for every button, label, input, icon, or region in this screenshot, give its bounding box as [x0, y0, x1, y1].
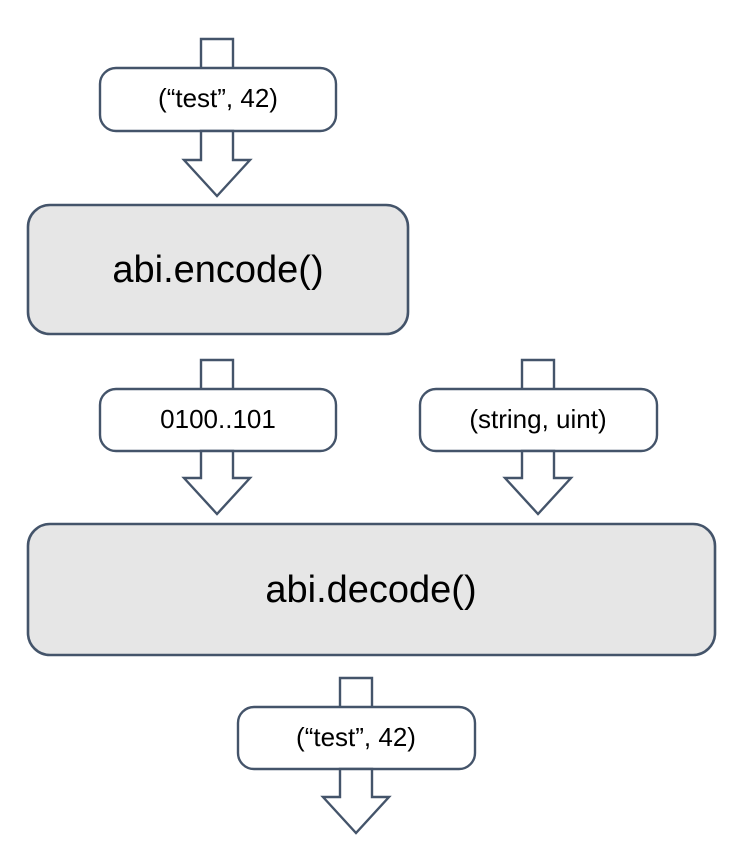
connector-arrow-type-signature-to-decode: [502, 449, 574, 516]
node-type-signature-label: (string, uint): [469, 404, 606, 434]
node-encoded-bytes[interactable]: 0100..101: [98, 387, 338, 453]
connector-arrow-input-to-encode: [181, 129, 253, 198]
node-input-tuple-label: (“test”, 42): [158, 83, 278, 113]
node-abi-decode[interactable]: abi.decode(): [26, 522, 717, 657]
connector-arrow-output-tuple-out: [320, 767, 392, 835]
connector-stub-into-output-tuple: [338, 676, 374, 708]
connector-stub-into-input: [199, 37, 235, 69]
connector-stub-into-encoded-bytes: [199, 358, 235, 390]
node-abi-encode-label: abi.encode(): [112, 249, 323, 291]
connector-stub-into-type-signature: [520, 358, 556, 390]
node-encoded-bytes-label: 0100..101: [160, 404, 276, 434]
node-output-tuple-label: (“test”, 42): [296, 722, 416, 752]
node-abi-decode-label: abi.decode(): [265, 569, 476, 611]
node-input-tuple[interactable]: (“test”, 42): [98, 66, 338, 133]
node-type-signature[interactable]: (string, uint): [418, 387, 659, 453]
node-output-tuple[interactable]: (“test”, 42): [236, 705, 477, 771]
node-abi-encode[interactable]: abi.encode(): [26, 203, 410, 336]
connector-arrow-encoded-bytes-to-decode: [181, 449, 253, 516]
